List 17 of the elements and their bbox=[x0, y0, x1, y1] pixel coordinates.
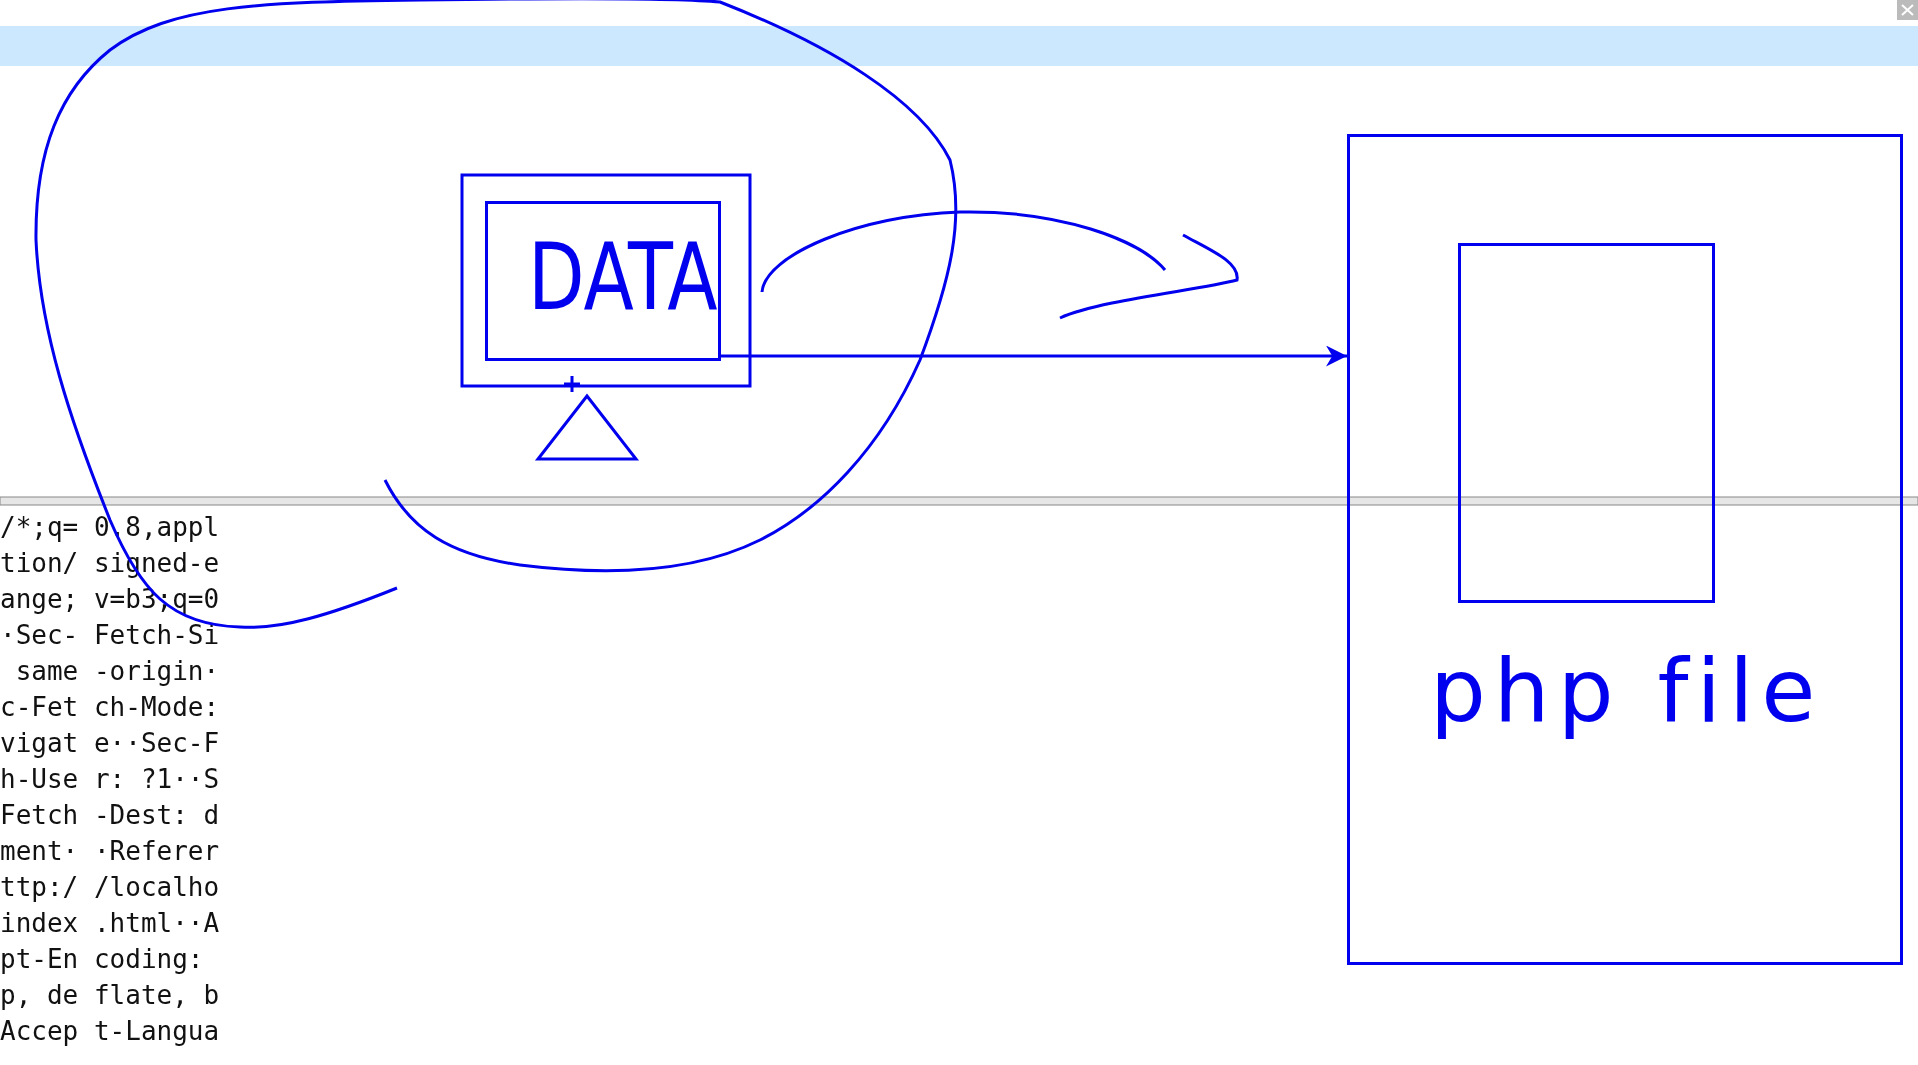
code-text-line: ment· ·Referer bbox=[0, 835, 220, 868]
file-box bbox=[1347, 134, 1903, 965]
code-text-line: h-Use r: ?1··S bbox=[0, 763, 220, 796]
code-text-line: same -origin· bbox=[14, 655, 220, 688]
code-text-line: c-Fet ch-Mode: bbox=[0, 691, 220, 724]
inner-box bbox=[1458, 243, 1715, 603]
code-text-line: p, de flate, b bbox=[0, 979, 220, 1012]
code-text-line: Accep t-Langua bbox=[0, 1015, 220, 1048]
code-text-line: pt-En coding: bbox=[0, 943, 204, 976]
screen-box bbox=[485, 201, 721, 361]
arrow bbox=[721, 345, 1347, 367]
code-text-line: vigat e··Sec-F bbox=[0, 727, 220, 760]
code-text-line: ·Sec- Fetch-Si bbox=[0, 619, 220, 652]
code-text-line: Fetch -Dest: d bbox=[0, 799, 220, 832]
code-text-line: ttp:/ /localho bbox=[0, 871, 220, 904]
node-label: DATA bbox=[528, 232, 718, 324]
code-text-line: index .html··A bbox=[0, 907, 220, 940]
